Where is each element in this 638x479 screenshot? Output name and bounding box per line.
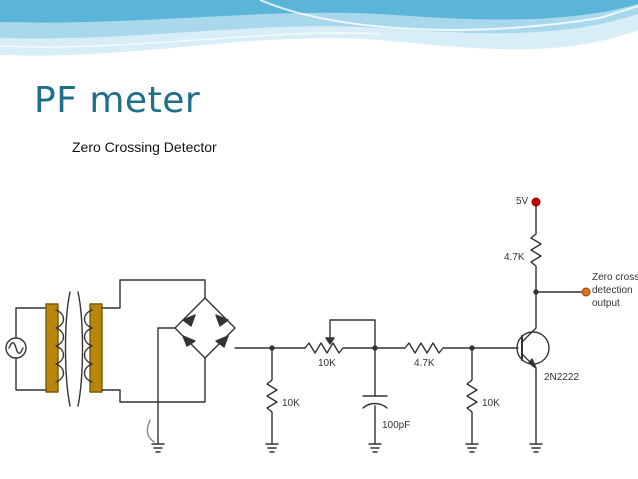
header-wave-decoration: [0, 0, 638, 56]
label-output-3: output: [592, 298, 620, 309]
label-output-2: detection: [592, 285, 633, 296]
label-capacitor: 100pF: [382, 420, 410, 431]
label-r-collector: 4.7K: [504, 252, 525, 263]
ground-icon: [151, 443, 543, 453]
resistor-4k7-collector-icon: [530, 201, 542, 293]
capacitor-100pf-icon: [362, 347, 388, 445]
resistor-10k-load1-icon: [266, 347, 278, 445]
resistor-10k-load2-icon: [466, 347, 478, 445]
zero-crossing-circuit-diagram: 5V 4.7K Zero cross detection output 10K …: [5, 196, 638, 453]
potentiometer-10k-icon: [304, 319, 376, 354]
bridge-rectifier-icon: [146, 297, 236, 445]
label-r-load2: 10K: [482, 398, 500, 409]
label-output-1: Zero cross: [592, 272, 638, 283]
label-transistor: 2N2222: [544, 372, 579, 383]
supply-terminal-icon: [531, 197, 541, 207]
slide-title: PF meter: [34, 80, 201, 121]
output-terminal-icon: [581, 287, 591, 297]
transistor-2n2222-icon: [471, 291, 550, 445]
label-potentiometer: 10K: [318, 358, 336, 369]
resistor-4k7-series-icon: [374, 342, 473, 354]
label-r-load1: 10K: [282, 398, 300, 409]
label-r-series: 4.7K: [414, 358, 435, 369]
slide-subtitle: Zero Crossing Detector: [72, 139, 217, 155]
transformer-icon: [45, 279, 206, 407]
label-supply: 5V: [516, 196, 529, 207]
ac-source-icon: [5, 307, 51, 391]
